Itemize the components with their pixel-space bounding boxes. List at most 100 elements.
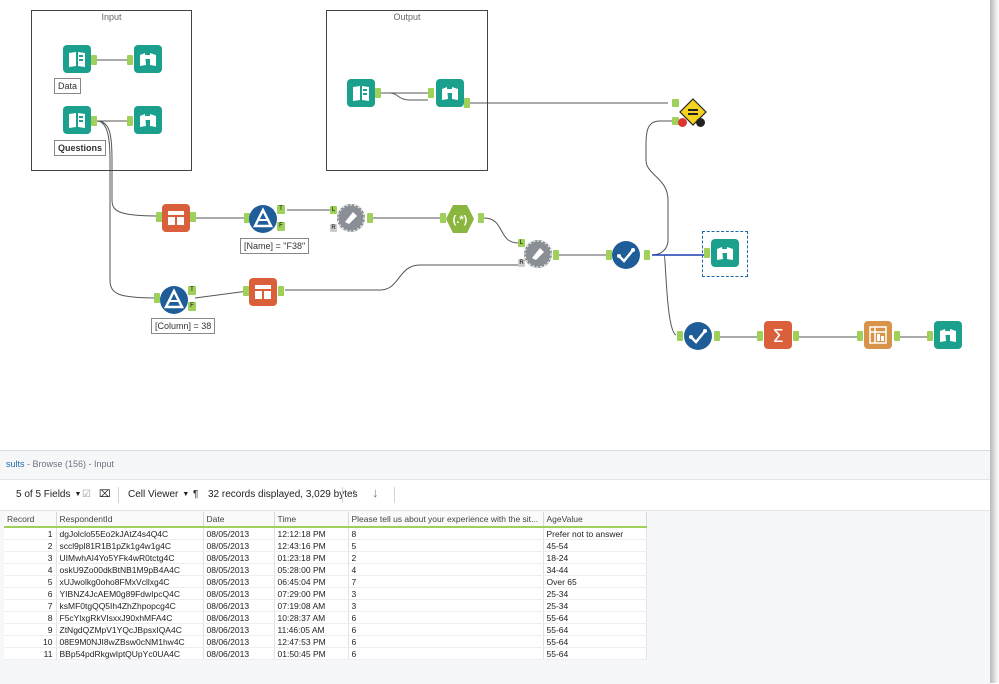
input-anchor[interactable] <box>127 116 133 126</box>
table-cell: Prefer not to answer <box>543 527 647 540</box>
filter-tool[interactable] <box>249 205 277 233</box>
column-header[interactable]: Time <box>274 512 349 528</box>
input-anchor[interactable] <box>154 293 160 303</box>
input-anchor[interactable] <box>244 213 250 223</box>
union-tool[interactable] <box>162 204 190 232</box>
results-table[interactable]: Record RespondentId Date Time Please tel… <box>4 512 647 660</box>
column-header[interactable]: Date <box>203 512 275 528</box>
select-tool[interactable] <box>684 322 712 350</box>
column-header[interactable]: RespondentId <box>56 512 204 528</box>
summarize-tool[interactable]: Σ <box>764 321 792 349</box>
fields-dropdown[interactable]: 5 of 5 Fields ▼ <box>16 489 81 500</box>
checkbox-icon[interactable]: ☑ <box>82 489 91 500</box>
output-anchor[interactable] <box>478 213 484 223</box>
column-header[interactable]: AgeValue <box>543 512 647 528</box>
union-tool[interactable] <box>249 278 277 306</box>
filter-tool[interactable] <box>160 286 188 314</box>
output-anchor[interactable] <box>553 250 559 260</box>
output-anchor[interactable] <box>894 331 900 341</box>
arrow-up-icon[interactable]: ↑ <box>351 485 358 500</box>
input-questions-tool[interactable] <box>63 106 91 134</box>
table-cell: 34-44 <box>543 563 647 576</box>
crosstab-tool[interactable] <box>864 321 892 349</box>
input-anchor[interactable] <box>677 331 683 341</box>
browse-tool[interactable] <box>436 79 464 107</box>
browse-tool-selected[interactable] <box>711 239 739 267</box>
output-anchor[interactable] <box>367 213 373 223</box>
input-anchor[interactable] <box>704 248 710 258</box>
input-anchor[interactable] <box>440 213 446 223</box>
input-anchor-e[interactable] <box>672 99 679 107</box>
input-anchor[interactable] <box>156 212 162 222</box>
output-anchor[interactable] <box>714 331 720 341</box>
false-anchor[interactable]: F <box>188 302 196 311</box>
input-anchor[interactable] <box>606 250 612 260</box>
input-anchor[interactable] <box>927 331 933 341</box>
output-anchor[interactable] <box>91 55 97 65</box>
workflow-canvas[interactable]: Input Output Data Questions <box>0 0 990 450</box>
false-anchor[interactable]: F <box>277 222 285 231</box>
browse-tool[interactable] <box>134 45 162 73</box>
filter2-label: [Column] = 38 <box>151 318 216 334</box>
error-icon <box>678 118 687 127</box>
records-count: 32 records displayed, 3,029 bytes <box>208 489 358 500</box>
input-anchor[interactable] <box>857 331 863 341</box>
cell-viewer-dropdown[interactable]: Cell Viewer ▼ <box>128 489 189 500</box>
union-icon <box>168 211 184 225</box>
right-anchor[interactable]: R <box>518 259 525 267</box>
output-container-title: Output <box>393 12 421 22</box>
input-anchor[interactable] <box>243 286 249 296</box>
output-container[interactable]: Output <box>326 10 488 171</box>
table-cell: 08/05/2013 <box>203 587 275 600</box>
cell-viewer-label: Cell Viewer <box>128 489 179 500</box>
input-anchor[interactable] <box>757 331 763 341</box>
window-shadow <box>990 0 999 683</box>
browse-tool[interactable] <box>934 321 962 349</box>
input-anchor-a[interactable] <box>672 117 679 125</box>
output-anchor[interactable] <box>793 331 799 341</box>
table-cell: 10:28:37 AM <box>274 611 349 624</box>
output-anchor[interactable] <box>375 88 381 98</box>
browse-tool[interactable] <box>134 106 162 134</box>
join-tool[interactable] <box>524 240 552 268</box>
results-title-rest: - Browse (156) - Input <box>24 459 115 469</box>
output-anchor[interactable] <box>278 286 284 296</box>
binoculars-icon <box>140 114 156 127</box>
output-anchor[interactable] <box>644 250 650 260</box>
output-anchor[interactable] <box>190 212 196 222</box>
input-data-tool[interactable] <box>347 79 375 107</box>
column-header[interactable]: Please tell us about your experience wit… <box>348 512 544 528</box>
left-anchor[interactable]: L <box>330 206 337 214</box>
fields-label: 5 of 5 Fields <box>16 489 71 500</box>
select-tool[interactable] <box>612 241 640 269</box>
input-data-tool[interactable] <box>63 45 91 73</box>
true-anchor[interactable]: T <box>188 286 196 295</box>
table-cell: 1 <box>4 527 57 540</box>
close-box-icon[interactable]: ⌧ <box>99 489 111 500</box>
output-anchor[interactable] <box>464 98 470 108</box>
right-anchor[interactable]: R <box>330 224 337 232</box>
output-anchor[interactable] <box>91 116 97 126</box>
join-tool[interactable] <box>337 204 365 232</box>
true-anchor[interactable]: T <box>277 205 285 214</box>
input-container[interactable]: Input <box>31 10 192 171</box>
input-anchor[interactable] <box>127 55 133 65</box>
input-anchor[interactable] <box>428 88 434 98</box>
table-cell: dgJolclo55Eo2kJAtZ4s4Q4C <box>56 527 204 540</box>
left-anchor[interactable]: L <box>518 239 525 247</box>
pilcrow-icon[interactable]: ¶ <box>193 489 199 500</box>
table-cell: 12:47:53 PM <box>274 635 349 648</box>
arrow-down-icon[interactable]: ↓ <box>372 485 379 500</box>
column-header[interactable]: Record <box>4 512 57 528</box>
